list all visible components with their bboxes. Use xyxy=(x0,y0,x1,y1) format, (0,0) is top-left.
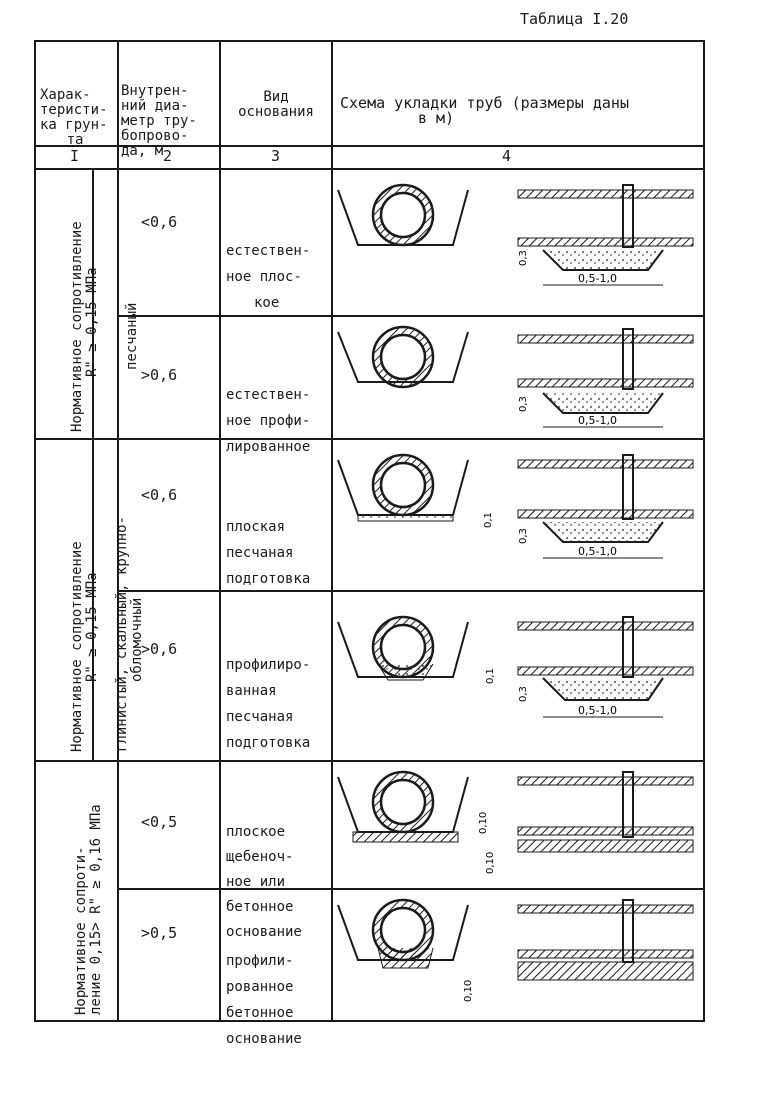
dim-base: 0,10 xyxy=(463,980,474,1002)
col-number-3: 3 xyxy=(271,147,281,165)
grid-line xyxy=(117,315,705,317)
header-soil-characteristic: Харак-теристи-ка грун-та xyxy=(40,87,108,148)
grid-line xyxy=(34,1020,705,1022)
diameter-row-3: <0,6 xyxy=(141,486,178,504)
scheme-row-2: 0,5-1,0 0,3 xyxy=(337,325,694,428)
grid-line xyxy=(117,888,705,890)
col-number-1: I xyxy=(70,147,80,165)
dim-depth: 0,3 xyxy=(518,528,529,544)
dim-top: 0,10 xyxy=(478,812,489,834)
scheme-row-1: 0,5-1,0 0,3 xyxy=(337,183,694,286)
base-row-2: естествен-ное профи-лированное xyxy=(226,387,311,455)
dim-width: 0,5-1,0 xyxy=(578,414,617,427)
grid-line xyxy=(34,760,705,762)
grid-line xyxy=(92,168,94,438)
dim-depth: 0,3 xyxy=(518,686,529,702)
dim-layer: 0,1 xyxy=(483,512,494,528)
scheme-row-5: 0,10 0,10 xyxy=(337,770,694,874)
grid-line xyxy=(34,40,705,42)
dim-width: 0,5-1,0 xyxy=(578,704,617,717)
col-number-2: 2 xyxy=(163,147,173,165)
dim-width: 0,5-1,0 xyxy=(578,272,617,285)
grid-line xyxy=(219,40,221,1022)
grid-line xyxy=(703,40,705,1022)
base-row-1: естествен-ное плос-кое xyxy=(226,243,311,311)
dim-bottom: 0,10 xyxy=(485,852,496,874)
grid-line xyxy=(34,40,36,1022)
grid-line xyxy=(92,438,94,760)
header-inner-diameter: Внутрен-ний диа-метр тру-бопрово-да, м xyxy=(121,83,197,159)
diameter-row-5: <0,5 xyxy=(141,813,178,831)
dim-width: 0,5-1,0 xyxy=(578,545,617,558)
dim-depth: 0,3 xyxy=(518,250,529,266)
scheme-row-6: 0,10 xyxy=(337,898,694,1002)
diameter-row-6: >0,5 xyxy=(141,924,178,942)
table-caption: Таблица I.20 xyxy=(520,10,629,28)
scheme-row-4: 0,5-1,0 0,1 0,3 xyxy=(337,615,694,718)
group-3-resistance: Нормативное сопроти-ление 0,15> R" ≥ 0,1… xyxy=(73,804,104,1015)
diameter-row-1: <0,6 xyxy=(141,213,178,231)
pipe-laying-table: Харак-теристи-ка грун-та Внутрен-ний диа… xyxy=(34,40,705,1047)
grid-line xyxy=(117,40,119,1022)
col-number-4: 4 xyxy=(502,147,512,165)
scheme-row-3: 0,5-1,0 0,1 0,3 xyxy=(337,453,694,559)
group-1-soil: песчаный xyxy=(124,302,140,370)
grid-line xyxy=(117,590,705,592)
grid-line xyxy=(34,438,705,440)
grid-line xyxy=(331,40,333,1022)
grid-line xyxy=(34,145,705,147)
dim-layer: 0,1 xyxy=(485,668,496,684)
diameter-row-4: >0,6 xyxy=(141,640,178,658)
grid-line xyxy=(34,168,705,170)
diameter-row-2: >0,6 xyxy=(141,366,178,384)
dim-depth: 0,3 xyxy=(518,396,529,412)
